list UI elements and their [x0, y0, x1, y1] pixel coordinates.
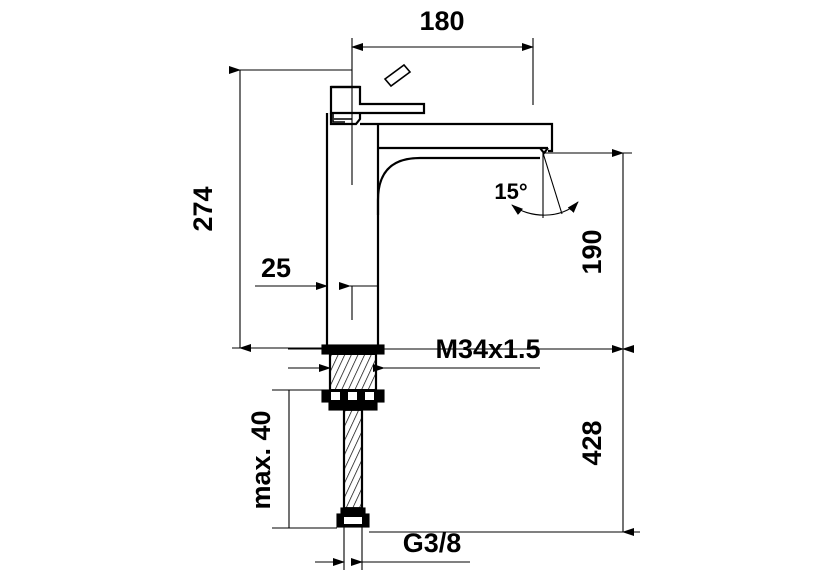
mounting-thread [328, 353, 378, 391]
dimension-274: 274 [188, 66, 352, 352]
dimension-15-degree: 15° [494, 152, 579, 218]
faucet-outline [321, 63, 554, 528]
body-column [325, 113, 380, 345]
dimension-m34: M34x1.5 [288, 334, 620, 372]
dimension-g38: G3/8 [315, 527, 470, 570]
dimension-max-40: max. 40 [246, 389, 337, 529]
dimension-label-428: 428 [577, 420, 607, 465]
dimension-label-m34: M34x1.5 [435, 334, 540, 364]
lever-handle [329, 85, 426, 126]
dimension-label-190: 190 [577, 229, 607, 274]
spout-arm [360, 122, 554, 155]
dimension-label-180: 180 [419, 6, 464, 36]
dimension-label-g38: G3/8 [403, 528, 462, 558]
spout-inner-curve [376, 156, 540, 215]
dimension-label-25: 25 [261, 253, 291, 283]
connection-nut [336, 507, 370, 528]
dimension-180: 180 [351, 6, 534, 185]
dimension-label-274: 274 [188, 186, 218, 231]
supply-shank [342, 409, 364, 509]
dimension-label-max-40: max. 40 [246, 410, 276, 509]
lock-nut [321, 389, 385, 411]
lever-lift-indicator-icon [383, 63, 412, 88]
dimension-label-15-degree: 15° [494, 179, 527, 204]
dimension-25: 25 [255, 253, 379, 320]
dimension-190: 190 [543, 149, 634, 353]
dimension-428: 428 [369, 345, 640, 536]
